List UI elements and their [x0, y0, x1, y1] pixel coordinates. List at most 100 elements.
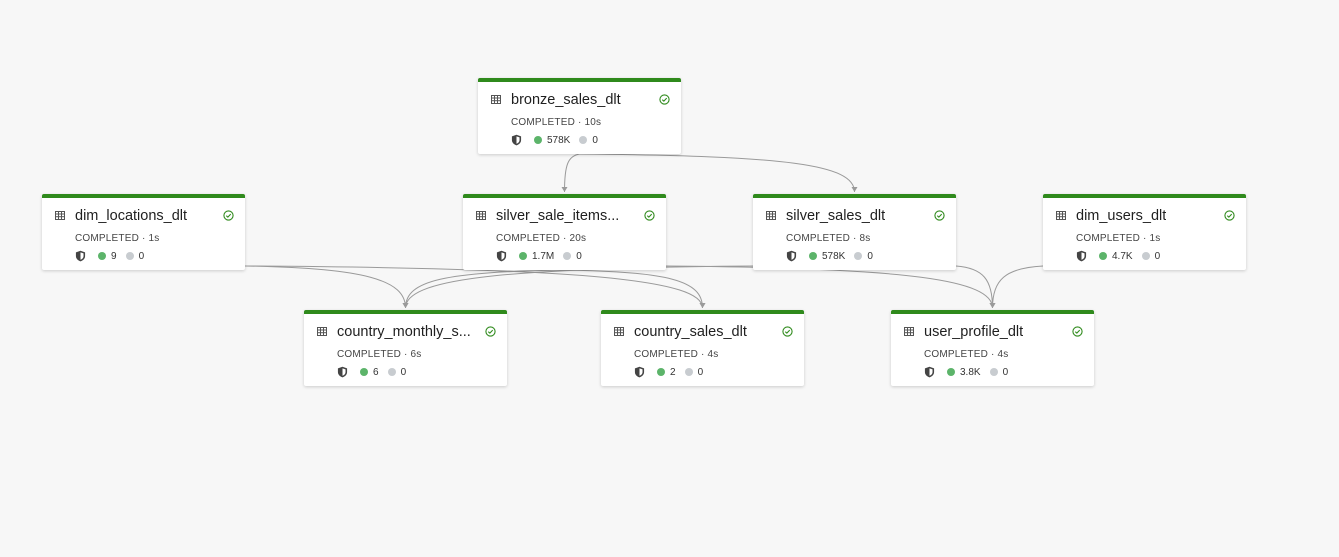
node-status: COMPLETED · 1s — [75, 233, 160, 244]
written-count: 1.7M — [532, 250, 555, 262]
written-dot — [809, 252, 817, 260]
table-node-userprofile[interactable]: user_profile_dlt COMPLETED · 4s 3.8K 0 — [891, 310, 1094, 386]
table-icon — [476, 211, 486, 220]
dropped-count: 0 — [400, 366, 407, 378]
written-count: 4.7K — [1112, 250, 1133, 262]
table-icon — [1056, 211, 1066, 220]
edge-bronze-to-silversales — [579, 153, 855, 193]
table-icon — [766, 211, 776, 220]
edge-arrowhead — [402, 303, 409, 308]
node-name: bronze_sales_dlt — [511, 92, 621, 108]
written-dot — [657, 368, 665, 376]
edge-silversales-to-userprofile — [955, 265, 993, 309]
dropped-count: 0 — [592, 134, 598, 146]
table-node-countrymonthly[interactable]: country_monthly_s... COMPLETED · 6s 6 0 — [304, 310, 507, 386]
check-circle-icon — [1072, 326, 1083, 337]
table-node-countrysales[interactable]: country_sales_dlt COMPLETED · 4s 2 0 — [601, 310, 804, 386]
written-dot — [98, 252, 106, 260]
shield-icon — [496, 250, 507, 262]
check-circle-icon — [659, 94, 670, 105]
node-name: silver_sales_dlt — [786, 208, 886, 224]
check-circle-icon — [1224, 210, 1235, 221]
edge-silveritems-to-countrymonthly — [405, 269, 565, 309]
written-count: 3.8K — [960, 366, 981, 378]
dropped-dot — [563, 252, 572, 260]
dropped-dot — [854, 252, 863, 260]
written-count: 6 — [373, 366, 379, 378]
written-count: 578K — [822, 250, 846, 262]
shield-icon — [75, 250, 86, 262]
table-icon — [55, 211, 65, 220]
node-status: COMPLETED · 4s — [634, 349, 719, 360]
table-node-silversales[interactable]: silver_sales_dlt COMPLETED · 8s 578K 0 — [753, 194, 956, 270]
dropped-count: 0 — [697, 366, 704, 378]
node-metrics: 2 0 — [634, 366, 703, 378]
written-count: 2 — [670, 366, 676, 378]
written-dot — [519, 252, 527, 260]
written-dot — [947, 368, 955, 376]
table-icon — [614, 327, 624, 336]
edge-silveritems-to-countrysales — [564, 269, 703, 309]
dropped-count: 0 — [1002, 366, 1009, 378]
shield-icon — [337, 366, 348, 378]
edge-arrowhead — [989, 303, 996, 308]
dropped-dot — [387, 368, 396, 376]
shield-icon — [1076, 250, 1087, 262]
edge-arrowhead — [699, 303, 706, 308]
table-node-bronze[interactable]: bronze_sales_dlt COMPLETED · 10s 578K 0 — [478, 78, 681, 154]
node-metrics: 9 0 — [75, 250, 144, 262]
table-icon — [904, 327, 914, 336]
dropped-dot — [989, 368, 998, 376]
dropped-dot — [579, 136, 588, 144]
check-circle-icon — [782, 326, 793, 337]
node-metrics: 578K 0 — [511, 134, 598, 146]
table-icon — [317, 327, 327, 336]
node-status: COMPLETED · 20s — [496, 233, 587, 244]
table-node-dimusers[interactable]: dim_users_dlt COMPLETED · 1s 4.7K 0 — [1043, 194, 1246, 270]
node-name: country_sales_dlt — [634, 324, 747, 340]
dropped-dot — [1141, 252, 1150, 260]
edge-dimusers-to-userprofile — [992, 265, 1044, 309]
node-name: user_profile_dlt — [924, 324, 1024, 340]
table-node-dimloc[interactable]: dim_locations_dlt COMPLETED · 1s 9 0 — [42, 194, 245, 270]
written-dot — [1099, 252, 1107, 260]
node-metrics: 1.7M 0 — [496, 250, 582, 262]
written-dot — [534, 136, 542, 144]
edge-arrowhead — [561, 187, 568, 192]
node-name: silver_sale_items... — [496, 208, 620, 224]
shield-icon — [511, 134, 522, 146]
edge-silveritems-to-userprofile — [665, 265, 993, 309]
node-name: dim_locations_dlt — [75, 208, 188, 224]
table-icon — [491, 95, 501, 104]
dropped-count: 0 — [576, 250, 582, 262]
dropped-count: 0 — [867, 250, 873, 262]
node-metrics: 3.8K 0 — [924, 366, 1008, 378]
written-dot — [360, 368, 368, 376]
check-circle-icon — [644, 210, 655, 221]
shield-icon — [786, 250, 797, 262]
node-status: COMPLETED · 4s — [924, 349, 1009, 360]
shield-icon — [924, 366, 935, 378]
node-metrics: 4.7K 0 — [1076, 250, 1160, 262]
check-circle-icon — [485, 326, 496, 337]
written-count: 9 — [111, 250, 117, 262]
edge-dimloc-to-countrysales — [244, 265, 703, 309]
node-name: dim_users_dlt — [1076, 208, 1167, 224]
node-status: COMPLETED · 10s — [511, 117, 602, 128]
shield-icon — [634, 366, 645, 378]
written-count: 578K — [547, 134, 571, 146]
edge-arrowhead — [851, 187, 858, 192]
dropped-dot — [684, 368, 693, 376]
node-metrics: 578K 0 — [786, 250, 873, 262]
table-node-silveritems[interactable]: silver_sale_items... COMPLETED · 20s 1.7… — [463, 194, 666, 270]
node-status: COMPLETED · 1s — [1076, 233, 1161, 244]
edge-dimloc-to-countrymonthly — [244, 265, 406, 309]
dropped-count: 0 — [138, 250, 145, 262]
edge-bronze-to-silveritems — [564, 153, 580, 193]
node-status: COMPLETED · 6s — [337, 349, 422, 360]
check-circle-icon — [223, 210, 234, 221]
node-name: country_monthly_s... — [337, 324, 471, 340]
node-metrics: 6 0 — [337, 366, 406, 378]
check-circle-icon — [934, 210, 945, 221]
